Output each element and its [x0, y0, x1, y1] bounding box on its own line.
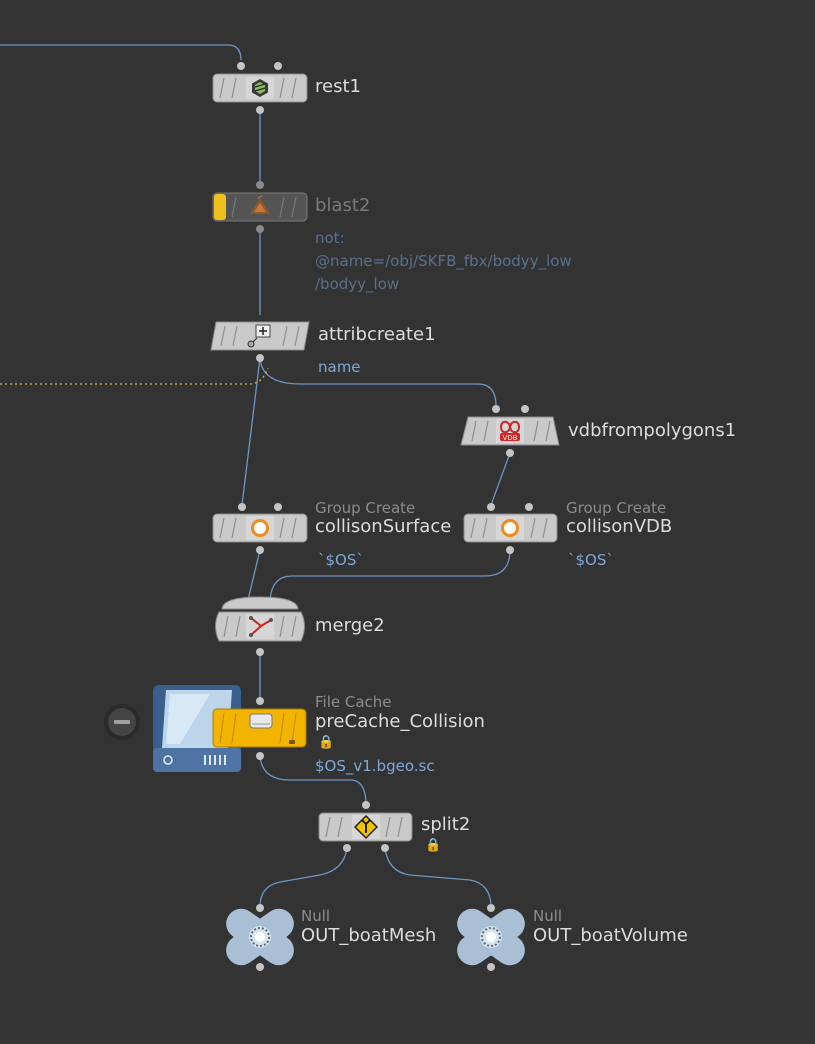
wire-incoming-rest1 — [0, 44, 242, 61]
output-connector — [343, 844, 351, 852]
input-connector — [256, 181, 264, 189]
null-icon — [226, 908, 294, 966]
node-type-collisonvdb: Group Create — [566, 499, 667, 517]
output-connector — [256, 546, 264, 554]
wire-precache-split — [259, 755, 367, 806]
input-connector — [492, 405, 500, 413]
node-type-out-boatvolume: Null — [533, 907, 563, 925]
node-vdbfrompolygons1[interactable]: VDB — [460, 405, 560, 457]
node-name-precache-collision[interactable]: preCache_Collision — [315, 711, 485, 732]
vdb-badge-text: VDB — [503, 434, 518, 442]
node-out-boatmesh[interactable] — [220, 903, 299, 971]
input-connector — [487, 503, 495, 511]
node-rest1[interactable] — [212, 62, 308, 114]
output-connector — [256, 963, 264, 971]
group-icon — [246, 516, 274, 540]
node-name-blast2[interactable]: blast2 — [315, 195, 371, 216]
node-name-merge2[interactable]: merge2 — [315, 615, 385, 636]
node-collisonsurface[interactable] — [212, 503, 308, 554]
rest-icon — [246, 77, 274, 99]
node-name-out-boatmesh[interactable]: OUT_boatMesh — [301, 925, 437, 946]
collisonvdb-param: `$OS` — [568, 551, 614, 569]
filecache-icon — [249, 713, 295, 744]
wire-split-boatvolume — [384, 847, 492, 908]
lock-icon: 🔒 — [318, 735, 335, 750]
filecache-drive-icon — [153, 685, 241, 772]
node-name-attribcreate1[interactable]: attribcreate1 — [318, 324, 436, 345]
node-collisonvdb[interactable] — [463, 503, 558, 554]
precache-collision-param: $OS_v1.bgeo.sc — [315, 757, 435, 775]
wire-collisonvdb-merge — [269, 549, 511, 601]
input-connector — [238, 503, 246, 511]
wire-attribcreate-collisonsurface — [241, 357, 261, 506]
node-merge2[interactable] — [215, 596, 305, 656]
input-connector — [237, 62, 245, 70]
null-icon — [457, 908, 525, 966]
node-attribcreate1[interactable] — [210, 321, 310, 362]
vdb-icon: VDB — [496, 419, 524, 443]
output-connector — [487, 963, 495, 971]
node-name-split2[interactable]: split2 — [421, 814, 471, 835]
node-name-out-boatvolume[interactable]: OUT_boatVolume — [533, 925, 688, 946]
input-connector — [521, 405, 529, 413]
node-name-collisonvdb[interactable]: collisonVDB — [566, 516, 673, 537]
blast-icon — [250, 195, 270, 214]
node-type-collisonsurface: Group Create — [315, 499, 416, 517]
wire-attribcreate-vdb — [259, 357, 497, 407]
output-connector — [256, 354, 264, 362]
node-precache-collision[interactable] — [104, 685, 307, 772]
input-connector — [525, 503, 533, 511]
node-blast2[interactable] — [212, 181, 308, 233]
blast2-param-line-3: /bodyy_low — [315, 275, 400, 293]
node-name-collisonsurface[interactable]: collisonSurface — [315, 516, 452, 537]
output-connector — [381, 844, 389, 852]
node-out-boatvolume[interactable] — [451, 903, 530, 971]
output-connector — [256, 752, 264, 760]
merge-icon — [246, 614, 274, 639]
attribcreate-icon — [247, 324, 271, 348]
input-connector — [274, 503, 282, 511]
input-connector — [487, 904, 495, 912]
attribcreate1-param: name — [318, 358, 361, 376]
wire-dotted-reference — [0, 367, 269, 385]
group-icon — [496, 516, 524, 540]
lock-icon: 🔒 — [425, 838, 442, 853]
input-connector — [256, 904, 264, 912]
output-connector — [256, 225, 264, 233]
output-connector — [506, 546, 514, 554]
node-type-precache-collision: File Cache — [315, 693, 392, 711]
blast2-param-line-1: not: — [315, 229, 345, 247]
display-flag — [214, 194, 226, 220]
blast2-param-line-2: @name=/obj/SKFB_fbx/bodyy_low — [315, 252, 572, 270]
wire-collisonsurface-merge — [247, 549, 261, 601]
node-split2[interactable] — [318, 801, 413, 852]
input-connector — [362, 801, 370, 809]
input-connector — [256, 697, 264, 705]
input-connector — [274, 62, 282, 70]
node-type-out-boatmesh: Null — [301, 907, 331, 925]
split-icon — [352, 814, 380, 840]
node-name-rest1[interactable]: rest1 — [315, 76, 361, 97]
node-name-vdbfrompolygons1[interactable]: vdbfrompolygons1 — [568, 420, 737, 441]
wire-split-boatmesh — [259, 847, 348, 908]
output-connector — [256, 106, 264, 114]
collisonsurface-param: `$OS` — [318, 551, 364, 569]
wire-vdb-collisonvdb — [490, 452, 511, 506]
output-connector — [256, 648, 264, 656]
output-connector — [506, 449, 514, 457]
